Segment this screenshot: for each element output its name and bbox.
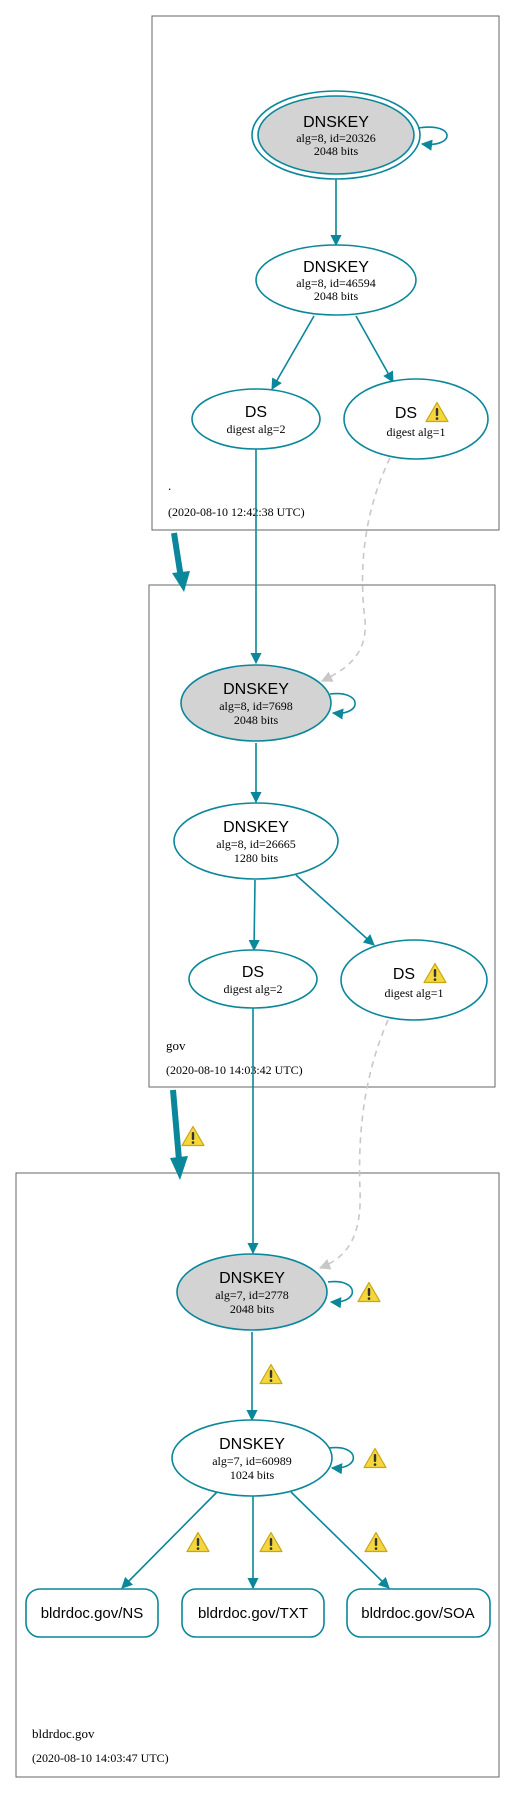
ds-ghost-edge-gov [318, 1019, 389, 1270]
node-root-zsk[interactable]: DNSKEY alg=8, id=46594 2048 bits [255, 244, 417, 316]
node-detail: 2048 bits [314, 144, 359, 158]
node-detail: 2048 bits [230, 1302, 275, 1316]
zone-gov-timestamp: (2020-08-10 14:03:42 UTC) [166, 1063, 303, 1077]
node-detail: alg=8, id=7698 [219, 699, 293, 713]
delegation-edge-root-gov [171, 532, 184, 579]
node-title: DNSKEY [303, 114, 369, 131]
node-title: DNSKEY [223, 681, 289, 698]
node-detail: 1280 bits [234, 851, 279, 865]
zone-root-timestamp: (2020-08-10 12:42:38 UTC) [168, 505, 305, 519]
node-detail: 2048 bits [234, 713, 279, 727]
delegation-edge-gov-bldrdoc [170, 1089, 182, 1161]
edge-bld-zsk-self [328, 1446, 355, 1475]
node-rr-ns[interactable]: bldrdoc.gov/NS [25, 1588, 159, 1638]
node-gov-ds2[interactable]: DS digest alg=2 [188, 949, 318, 1009]
edge-gov-zsk-ds1 [295, 874, 375, 946]
zone-root-box [151, 15, 500, 531]
warning-icon [364, 1531, 388, 1553]
node-title: DNSKEY [223, 819, 289, 836]
ds-ghost-edge-root [320, 457, 391, 682]
delegation-edge-root-gov-head [172, 571, 190, 592]
edge-root-zsk-ds2 [271, 315, 315, 390]
node-detail: alg=7, id=60989 [212, 1454, 292, 1468]
node-detail: 2048 bits [314, 289, 359, 303]
node-detail: digest alg=1 [386, 425, 445, 439]
node-title: DNSKEY [219, 1436, 285, 1453]
warning-icon [181, 1125, 205, 1147]
node-detail: digest alg=2 [223, 982, 282, 996]
node-title: DS [245, 404, 267, 421]
node-detail: alg=8, id=26665 [216, 837, 296, 851]
node-title: DS [242, 964, 264, 981]
zone-root-name: . [168, 478, 171, 493]
edge-root-zsk-ds1 [355, 315, 394, 383]
zone-bldrdoc-timestamp: (2020-08-10 14:03:47 UTC) [32, 1751, 169, 1765]
edge-bld-zsk-ns [121, 1491, 218, 1589]
node-root-ksk[interactable]: DNSKEY alg=8, id=20326 2048 bits [251, 90, 421, 180]
node-label: bldrdoc.gov/NS [41, 1605, 144, 1622]
node-detail: alg=8, id=46594 [296, 276, 376, 290]
node-title: DS [393, 966, 415, 983]
edge-gov-ksk-self [329, 692, 356, 720]
node-root-ds1[interactable]: DS digest alg=1 [343, 378, 489, 460]
zone-gov-name: gov [166, 1038, 186, 1053]
zone-bldrdoc-name: bldrdoc.gov [32, 1726, 95, 1741]
node-title: DNSKEY [219, 1270, 285, 1287]
warning-icon [259, 1531, 283, 1553]
zone-bldrdoc-box [15, 1172, 500, 1778]
node-detail: 1024 bits [230, 1468, 275, 1482]
node-root-ds2[interactable]: DS digest alg=2 [191, 388, 321, 450]
node-bld-ksk[interactable]: DNSKEY alg=7, id=2778 2048 bits [176, 1253, 328, 1331]
node-label: bldrdoc.gov/SOA [361, 1605, 474, 1622]
node-gov-ds1[interactable]: DS digest alg=1 [340, 939, 488, 1021]
edge-root-ksk-self [417, 126, 448, 151]
node-detail: alg=8, id=20326 [296, 131, 376, 145]
node-bld-zsk[interactable]: DNSKEY alg=7, id=60989 1024 bits [171, 1419, 333, 1497]
zone-gov-box [148, 584, 496, 1088]
node-title: DNSKEY [303, 259, 369, 276]
node-label: bldrdoc.gov/TXT [198, 1605, 308, 1622]
node-detail: digest alg=2 [226, 422, 285, 436]
node-rr-soa[interactable]: bldrdoc.gov/SOA [346, 1588, 491, 1638]
node-detail: digest alg=1 [384, 986, 443, 1000]
node-gov-zsk[interactable]: DNSKEY alg=8, id=26665 1280 bits [173, 802, 339, 880]
warning-icon [357, 1281, 381, 1303]
warning-icon [259, 1363, 283, 1385]
warning-icon [186, 1531, 210, 1553]
node-gov-ksk[interactable]: DNSKEY alg=8, id=7698 2048 bits [180, 664, 332, 742]
node-rr-txt[interactable]: bldrdoc.gov/TXT [181, 1588, 325, 1638]
edge-bld-zsk-soa [290, 1491, 390, 1589]
warning-icon [363, 1447, 387, 1469]
edge-gov-zsk-ds2 [248, 879, 260, 952]
node-detail: alg=7, id=2778 [215, 1288, 289, 1302]
edge-bld-ksk-self [327, 1280, 354, 1309]
delegation-edge-gov-bldrdoc-head [170, 1156, 188, 1180]
node-title: DS [395, 405, 417, 422]
